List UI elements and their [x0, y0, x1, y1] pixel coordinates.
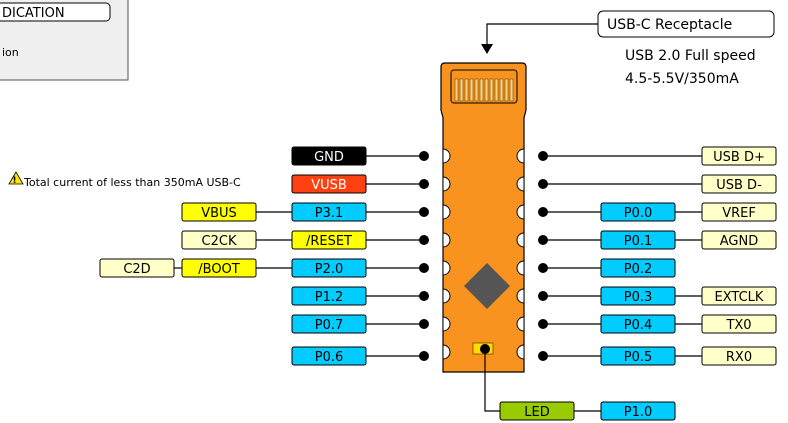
- pin-label-text: P1.0: [624, 405, 653, 420]
- pin-label-led: LED: [499, 401, 575, 421]
- warning-icon: [8, 171, 24, 185]
- usb-title: USB-C Receptacle: [607, 17, 732, 33]
- pad-left-3: [419, 207, 429, 217]
- pin-label-text: C2D: [123, 262, 150, 277]
- legend-box: DICATION ion: [0, 0, 129, 81]
- pad-left-2: [419, 179, 429, 189]
- pin-label-text: P0.6: [315, 350, 344, 365]
- pin-label-text: USB D+: [713, 150, 765, 165]
- pin-label-tx0: TX0: [701, 314, 777, 334]
- pin-label-text: USB D-: [716, 178, 762, 193]
- pin-label-p0-3: P0.3: [600, 286, 676, 306]
- pin-label-text: P0.7: [315, 318, 344, 333]
- pin-label-vbus: VBUS: [181, 202, 257, 222]
- pad-left-1: [419, 151, 429, 161]
- legend-title: DICATION: [2, 6, 65, 21]
- pin-label-text: GND: [314, 150, 344, 165]
- pin-label-text: VBUS: [201, 206, 237, 221]
- pin-label-p0-1: P0.1: [600, 230, 676, 250]
- pin-label-vusb: VUSB: [291, 174, 367, 194]
- pad-left-4: [419, 235, 429, 245]
- pin-label-p2-0: P2.0: [291, 258, 367, 278]
- pin-label-usb-d: USB D-: [701, 174, 777, 194]
- pin-label-extclk: EXTCLK: [701, 286, 777, 306]
- pin-label-text: RX0: [726, 350, 752, 365]
- warning-note: ! Total current of less than 350mA USB-C: [8, 171, 241, 189]
- pin-label-agnd: AGND: [701, 230, 777, 250]
- pin-label-text: C2CK: [202, 234, 237, 249]
- pin-label-p0-7: P0.7: [291, 314, 367, 334]
- pad-left-7: [419, 319, 429, 329]
- pin-label-text: /BOOT: [198, 262, 240, 277]
- pin-label-p1-0: P1.0: [600, 401, 676, 421]
- pin-label-reset: /RESET: [291, 230, 367, 250]
- legend-text: ion: [2, 46, 19, 59]
- pin-label-rx0: RX0: [701, 346, 777, 366]
- svg-text:!: !: [12, 176, 16, 186]
- pin-label-vref: VREF: [701, 202, 777, 222]
- board: [440, 62, 527, 373]
- pin-label-p0-5: P0.5: [600, 346, 676, 366]
- pin-label-text: TX0: [725, 318, 751, 333]
- pin-label-text: VUSB: [311, 178, 347, 193]
- pin-label-text: /RESET: [306, 234, 352, 249]
- pin-label-text: EXTCLK: [715, 290, 764, 305]
- pin-label-p0-6: P0.6: [291, 346, 367, 366]
- pin-label-p3-1: P3.1: [291, 202, 367, 222]
- pad-left-8: [419, 351, 429, 361]
- pin-label-text: P0.5: [624, 350, 653, 365]
- pin-label-text: VREF: [722, 206, 756, 221]
- pin-label-gnd: GND: [291, 146, 367, 166]
- mcu-chip: [464, 263, 510, 309]
- usb-callout: USB-C Receptacle USB 2.0 Full speed 4.5-…: [481, 10, 775, 87]
- pad-left-5: [419, 263, 429, 273]
- pin-label-p0-2: P0.2: [600, 258, 676, 278]
- pin-label-text: P3.1: [315, 206, 344, 221]
- pin-label-text: P0.3: [624, 290, 653, 305]
- pin-label-p1-2: P1.2: [291, 286, 367, 306]
- board-outline: [440, 62, 527, 373]
- warning-text: Total current of less than 350mA USB-C: [23, 176, 241, 189]
- pin-label-text: P0.0: [624, 206, 653, 221]
- led-lead: [480, 344, 500, 412]
- pin-label-text: P0.2: [624, 262, 653, 277]
- pin-label-boot: /BOOT: [181, 258, 257, 278]
- pin-label-text: P2.0: [315, 262, 344, 277]
- pin-label-usb-d: USB D+: [701, 146, 777, 166]
- pin-label-text: AGND: [720, 234, 758, 249]
- pin-label-text: P0.1: [624, 234, 653, 249]
- pin-label-text: LED: [524, 405, 549, 420]
- pin-label-text: P0.4: [624, 318, 653, 333]
- pad-left-6: [419, 291, 429, 301]
- usb-spec-line2: 4.5-5.5V/350mA: [625, 71, 739, 87]
- pin-label-p0-0: P0.0: [600, 202, 676, 222]
- usb-spec-line1: USB 2.0 Full speed: [625, 48, 756, 64]
- pin-label-text: P1.2: [315, 290, 344, 305]
- pin-label-c2d: C2D: [99, 258, 175, 278]
- pin-label-c2ck: C2CK: [181, 230, 257, 250]
- pin-label-p0-4: P0.4: [600, 314, 676, 334]
